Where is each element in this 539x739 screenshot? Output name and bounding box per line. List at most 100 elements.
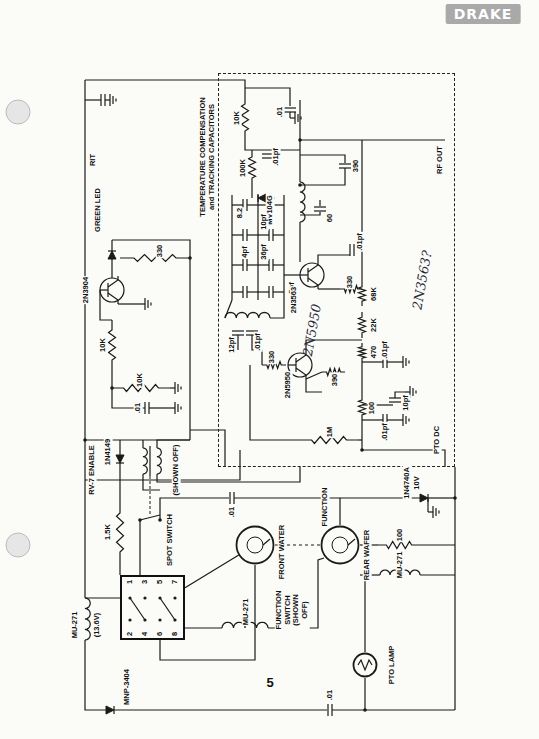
wire <box>247 264 258 265</box>
ground-symbol <box>109 94 110 106</box>
junction-dot <box>298 138 302 142</box>
resistor-symbol <box>359 395 366 420</box>
wire <box>270 300 284 318</box>
capacitor-symbol <box>389 401 401 402</box>
ground-symbol <box>180 407 181 410</box>
part-label: 2N3563 <box>290 286 299 314</box>
ground-symbol <box>177 384 178 392</box>
resistor-symbol <box>378 542 420 549</box>
wire <box>232 234 243 235</box>
wire <box>237 335 238 350</box>
wire <box>85 80 245 95</box>
relay-pin <box>173 596 176 599</box>
circle-node: FUNCTIONREAR WAFER <box>320 525 360 565</box>
part-label: 10pf <box>402 394 411 411</box>
part-label: 6 <box>156 631 165 637</box>
relay-contact <box>160 598 175 620</box>
wire <box>258 291 269 292</box>
wire <box>273 234 284 235</box>
binder-hole <box>6 100 30 124</box>
part-label: 4 <box>141 631 150 637</box>
wire <box>85 99 101 100</box>
capacitor-symbol <box>242 286 243 298</box>
ground-symbol <box>435 508 436 516</box>
capacitor-symbol <box>242 259 243 271</box>
wire <box>427 498 428 512</box>
wire <box>231 195 232 300</box>
mechanical-link <box>150 476 151 515</box>
ground-symbol <box>147 300 148 308</box>
part-label: RF OUT <box>436 145 445 175</box>
part-label: 1M <box>326 426 335 438</box>
inductor-symbol <box>225 312 270 318</box>
wire <box>289 112 290 118</box>
inductor-symbol <box>157 448 161 474</box>
ground-symbol <box>170 407 175 408</box>
part-label: 10K <box>233 110 242 126</box>
part-label: FUNCTION SWITCH (SHOWN OFF) <box>275 589 310 631</box>
part-label: 470 <box>370 345 379 360</box>
wire <box>257 195 258 300</box>
ground-symbol <box>405 358 406 366</box>
part-label: 2N3904 <box>82 276 91 304</box>
wire <box>362 419 383 420</box>
part-label: 7 <box>171 579 180 585</box>
wire <box>85 640 106 710</box>
wire <box>361 390 362 395</box>
ground-symbol <box>408 419 409 422</box>
wire <box>283 195 284 300</box>
ground-symbol <box>177 404 178 412</box>
wire <box>362 404 393 405</box>
wafer-contact <box>263 539 270 545</box>
ground-symbol <box>428 511 433 512</box>
junction-dot <box>360 448 364 452</box>
capacitor-symbol <box>232 330 244 331</box>
part-label: 390 <box>331 373 340 388</box>
diode-symbol <box>420 494 428 502</box>
node-label: REAR WAFER <box>363 529 372 581</box>
wire <box>319 200 320 206</box>
page-number: 5 <box>265 675 274 690</box>
wire <box>250 365 300 440</box>
ground-symbol <box>402 356 403 368</box>
part-label: 2N5950 <box>284 371 293 399</box>
wafer-hub <box>247 537 263 553</box>
wire <box>190 430 225 467</box>
wire <box>185 627 222 628</box>
wire <box>225 300 232 318</box>
node-label: FUNCTION <box>321 487 330 528</box>
part-label: 68K <box>370 286 379 302</box>
part-label: 100K <box>239 158 248 178</box>
wire <box>273 204 284 205</box>
circle-outline <box>237 527 274 564</box>
part-label: .01pf <box>381 340 390 360</box>
part-label: 1N4149 <box>104 438 113 466</box>
wire <box>420 544 455 545</box>
resistor-symbol <box>117 500 124 565</box>
wire <box>358 439 362 440</box>
part-label: 8 <box>171 631 180 637</box>
wire <box>160 565 255 660</box>
wire <box>84 80 85 598</box>
wire <box>306 379 322 392</box>
ground-symbol <box>398 419 403 420</box>
wire <box>300 212 320 215</box>
capacitor-symbol <box>327 704 328 716</box>
ground-symbol <box>294 112 295 124</box>
wire <box>119 463 120 500</box>
ground-symbol <box>297 114 298 122</box>
part-label: 4pf <box>241 245 250 258</box>
ground-symbol <box>432 506 433 518</box>
ground-symbol <box>105 99 110 100</box>
part-label: 100 <box>396 528 405 543</box>
binder-hole <box>6 533 30 557</box>
part-label: SPOT SWITCH <box>166 513 175 567</box>
wire <box>119 565 120 575</box>
wire <box>111 259 112 278</box>
capacitor-symbol <box>144 402 145 414</box>
part-label: 330 <box>268 350 277 365</box>
part-label: 5 <box>156 579 165 585</box>
transistor-symbol <box>300 274 308 275</box>
ground-symbol <box>112 96 113 104</box>
part-label: 390 <box>352 159 361 174</box>
